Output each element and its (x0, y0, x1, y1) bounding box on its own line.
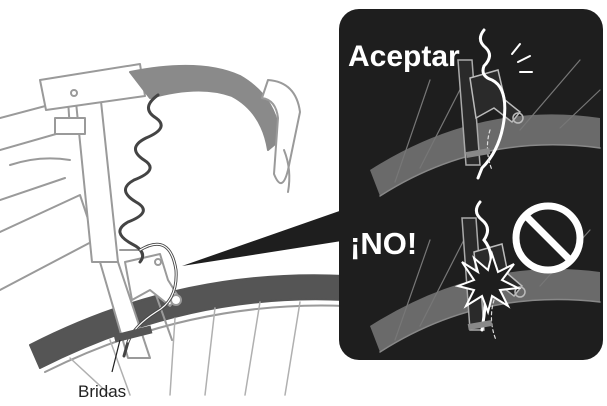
frame-line (10, 158, 70, 165)
label-ok: Aceptar (348, 40, 460, 73)
cable-tie-leader (112, 340, 120, 372)
frame-line-2 (0, 178, 65, 200)
down-tube (0, 195, 95, 290)
cable-twist (120, 95, 161, 262)
headset-ring (55, 118, 85, 134)
label-tie: Bridas (78, 382, 126, 401)
detail-panel: Aceptar ¡NO! (339, 9, 603, 360)
stem (40, 64, 145, 110)
label-no: ¡NO! (350, 226, 417, 261)
callout-wedge (182, 208, 348, 266)
prohibited-icon (516, 206, 580, 270)
handlebar (130, 66, 280, 150)
